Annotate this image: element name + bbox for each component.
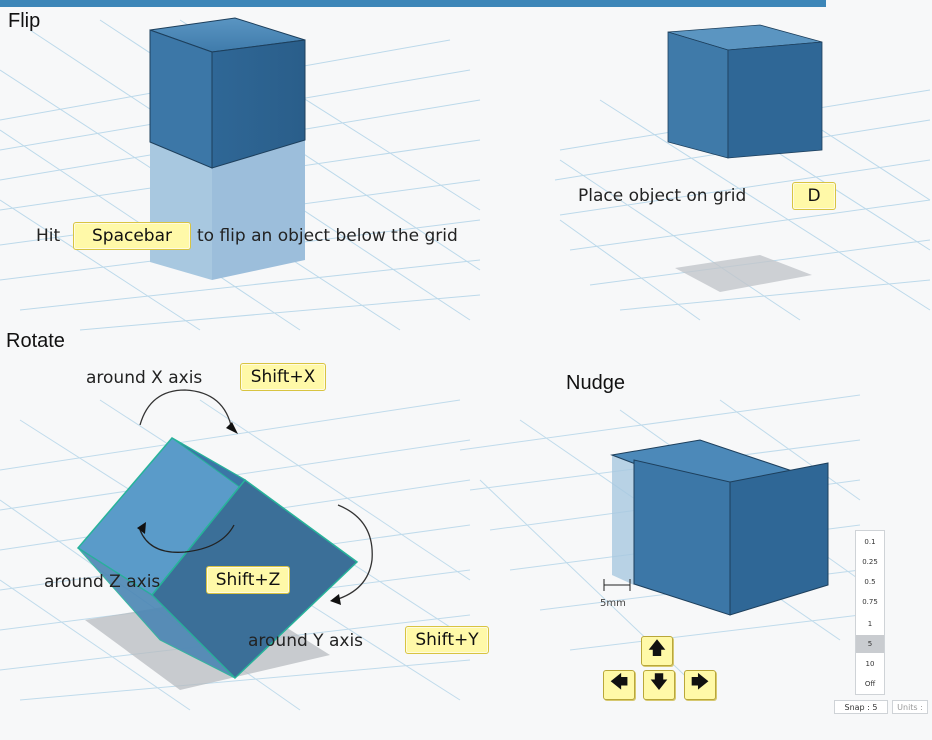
flip-hint-suffix: to flip an object below the grid xyxy=(197,226,458,246)
nudge-right-button[interactable]: 🡆 xyxy=(684,670,716,700)
flip-hint-prefix: Hit xyxy=(36,226,61,246)
rotate-z-arrow xyxy=(139,524,235,553)
rotate-y-arrow xyxy=(334,504,373,601)
rotate-y-caption: around Y axis xyxy=(248,631,364,651)
top-accent-bar xyxy=(0,0,826,7)
snap-option[interactable]: 1 xyxy=(867,620,873,628)
rotate-x-arrow xyxy=(139,389,233,431)
snap-option-selected[interactable]: 5 xyxy=(856,635,884,653)
snap-option[interactable]: 0.1 xyxy=(864,538,876,546)
flip-title: Flip xyxy=(8,10,41,32)
place-shadow xyxy=(675,255,812,292)
snap-option[interactable]: 10 xyxy=(865,660,875,668)
right-arrow-icon: 🡆 xyxy=(690,672,710,693)
flip-ghost-side xyxy=(212,140,305,280)
nudge-up-button[interactable]: 🡅 xyxy=(641,636,673,666)
units-button[interactable]: Units : xyxy=(892,700,928,714)
nudge-left-button[interactable]: 🡄 xyxy=(603,670,635,700)
shift-x-key: Shift+X xyxy=(240,363,326,391)
d-key: D xyxy=(792,182,836,210)
measure-label: 5mm xyxy=(600,598,626,609)
nudge-title: Nudge xyxy=(566,372,625,394)
rotate-title: Rotate xyxy=(6,330,65,352)
snap-grid-button[interactable]: Snap : 5 xyxy=(834,700,888,714)
up-arrow-icon: 🡅 xyxy=(647,638,667,659)
snap-grid-menu[interactable]: 0.1 0.25 0.5 0.75 1 5 10 Off xyxy=(855,530,885,695)
left-arrow-icon: 🡄 xyxy=(609,672,629,693)
snap-option[interactable]: Off xyxy=(864,680,876,688)
down-arrow-icon: 🡇 xyxy=(649,672,669,693)
spacebar-key: Spacebar xyxy=(73,222,191,250)
nudge-down-button[interactable]: 🡇 xyxy=(643,670,675,700)
rotate-x-caption: around X axis xyxy=(86,368,203,388)
rotate-z-caption: around Z axis xyxy=(44,572,161,592)
snap-option[interactable]: 0.5 xyxy=(864,578,876,586)
shift-z-key: Shift+Z xyxy=(206,566,290,594)
place-caption: Place object on grid xyxy=(578,186,747,206)
snap-option[interactable]: 0.25 xyxy=(862,558,878,566)
shift-y-key: Shift+Y xyxy=(405,626,489,654)
snap-option[interactable]: 0.75 xyxy=(862,598,878,606)
